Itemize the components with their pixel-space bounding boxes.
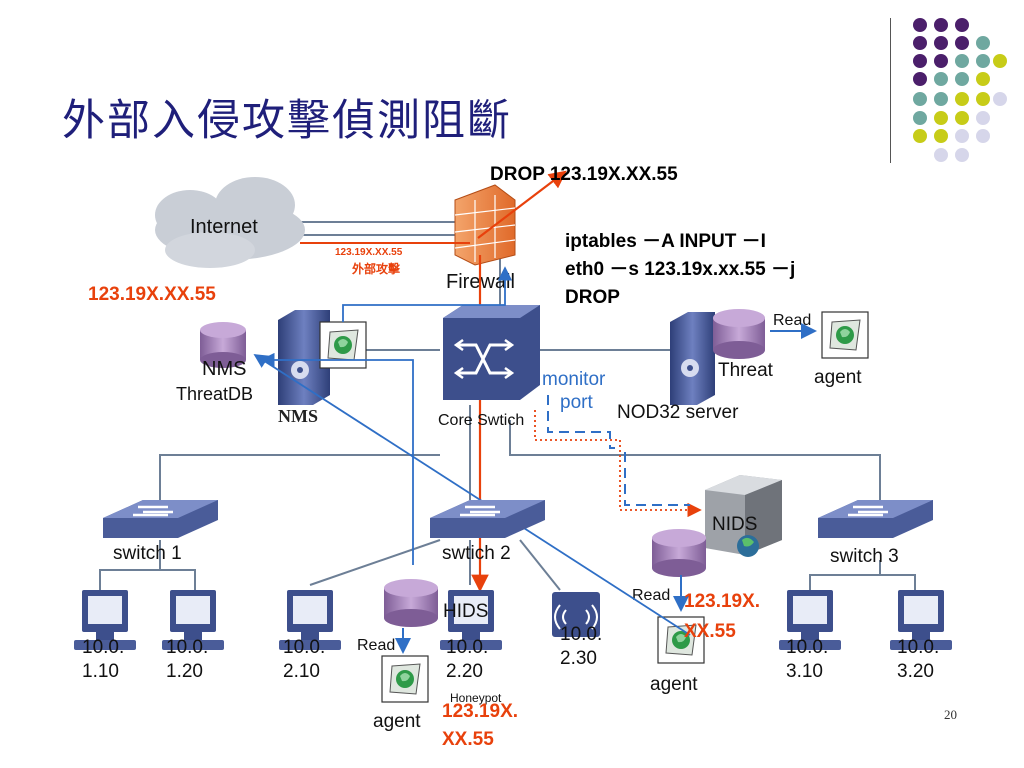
nids-agent-label: agent — [650, 674, 698, 695]
host-1-line1: 10.0. — [82, 637, 124, 658]
nids-server-icon — [705, 475, 782, 557]
monitor-port-link — [547, 395, 615, 449]
nms-db-label-2: ThreatDB — [176, 384, 253, 404]
switch-1-icon — [101, 498, 220, 540]
nod32-server-label: NOD32 server — [617, 402, 739, 423]
nod-agent-label: agent — [814, 367, 862, 388]
host-1-line2: 1.10 — [82, 661, 119, 682]
honeypot-ip-line-1: 123.19X. — [442, 701, 518, 722]
iptables-line-3: DROP — [565, 287, 620, 308]
nids-to-nms-link — [253, 354, 691, 636]
host-3-line2: 2.10 — [283, 661, 320, 682]
header-divider — [890, 18, 891, 163]
host-2-line2: 1.20 — [166, 661, 203, 682]
nms-agent-icon — [319, 321, 367, 369]
switch-1-label: switch 1 — [113, 543, 182, 564]
attack-small-ip: 123.19X.XX.55 — [335, 247, 403, 258]
host-4-line2: 2.20 — [446, 661, 483, 682]
host-4-line1: 10.0. — [446, 637, 488, 658]
nms-server-icon — [278, 310, 330, 405]
nids-read-label: Read — [632, 587, 670, 604]
nod32-server-icon — [670, 312, 715, 405]
host-5-line2: 2.30 — [560, 648, 597, 669]
iptables-line-1: iptables －A INPUT －I — [565, 231, 766, 252]
decorative-dot-grid — [913, 18, 1007, 162]
internet-cloud: Internet — [155, 177, 305, 268]
core-switch-icon — [443, 305, 540, 400]
drop-annotation: DROP 123.19X.XX.55 — [490, 164, 678, 185]
honeypot-ip-line-2: XX.55 — [442, 729, 494, 750]
attacker-ip-left: 123.19X.XX.55 — [88, 284, 216, 305]
firewall-icon — [454, 184, 516, 266]
hids-read-label: Read — [357, 637, 395, 654]
monitor-port-label-2: port — [560, 392, 593, 413]
nms-server-label: NMS — [278, 406, 318, 426]
switch-2-icon — [428, 498, 547, 540]
host-7-line2: 3.20 — [897, 661, 934, 682]
page-number: 20 — [944, 707, 957, 722]
switch-3-icon — [816, 498, 935, 540]
host-6-line1: 10.0. — [786, 637, 828, 658]
mirror-traffic-path — [534, 410, 702, 518]
switch-2-label: swtich 2 — [442, 543, 511, 564]
nms-threatdb-icon — [200, 322, 246, 368]
nod-read-label: Read — [773, 312, 811, 329]
switch-3-label: switch 3 — [830, 546, 899, 567]
nod-agent-icon — [821, 311, 869, 359]
attack-small-label: 外部攻擊 — [352, 261, 401, 276]
network-links — [99, 221, 916, 591]
hids-to-nms-link — [260, 352, 414, 565]
hids-agent-icon — [381, 655, 429, 703]
nids-label: NIDS — [712, 514, 757, 535]
threat-label: Threat — [718, 360, 774, 381]
hids-db-icon — [384, 579, 438, 627]
slide-title: 外部入侵攻擊偵測阻斷 — [62, 96, 512, 146]
host-2-line1: 10.0. — [166, 637, 208, 658]
core-switch-label: Core Swtich — [438, 412, 524, 429]
nids-db-icon — [652, 529, 706, 577]
internet-label: Internet — [190, 216, 258, 238]
host-6-line2: 3.10 — [786, 661, 823, 682]
honeypot-label: Honeypot — [450, 691, 502, 705]
monitor-port-label-1: monitor — [542, 369, 606, 390]
iptables-line-2: eth0 －s 123.19x.xx.55 －j — [565, 259, 795, 280]
hids-label: HIDS — [443, 601, 488, 622]
wireless-ap-icon — [552, 592, 600, 637]
hids-agent-label: agent — [373, 711, 421, 732]
nids-ip-line-1: 123.19X. — [684, 591, 760, 612]
nids-ip-line-2: XX.55 — [684, 621, 736, 642]
nms-to-firewall-link — [342, 266, 513, 322]
host-7-line1: 10.0. — [897, 637, 939, 658]
nids-feed-link — [624, 452, 690, 506]
threat-db-icon — [713, 309, 765, 359]
nms-db-label-1: NMS — [202, 358, 246, 380]
host-3-line1: 10.0. — [283, 637, 325, 658]
host-5-line1: 10.0. — [560, 624, 602, 645]
